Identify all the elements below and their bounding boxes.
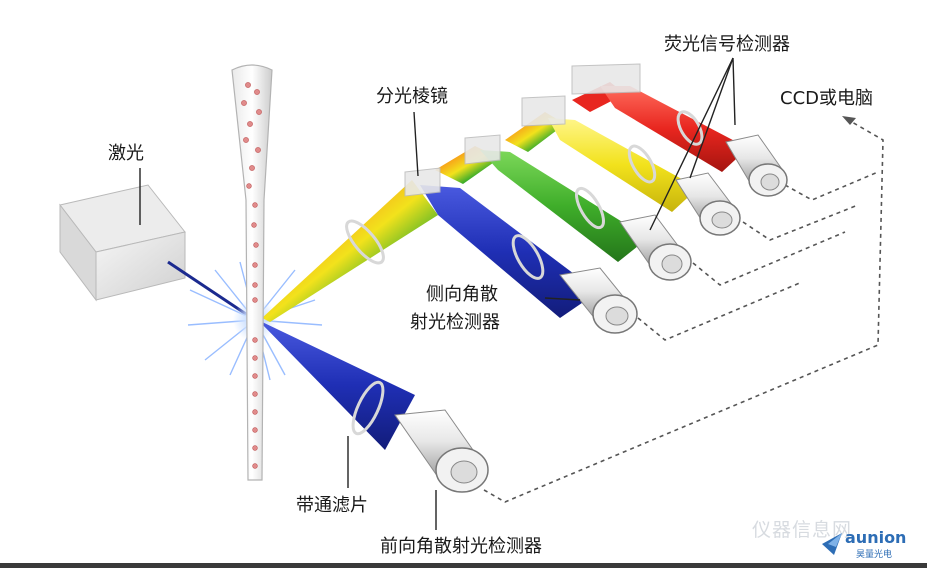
laser-label: 激光: [108, 143, 144, 164]
yellow-detector: [675, 172, 741, 236]
ccd-computer-label: CCD或电脑: [780, 88, 873, 109]
forward-scatter-label: 前向角散射光检测器: [380, 536, 542, 557]
signal-cable-dashed: [483, 117, 884, 503]
flow-cell-tube: [231, 64, 273, 481]
leader-lines: [139, 57, 736, 530]
side-scatter-label-line1: 侧向角散: [426, 284, 498, 305]
brand-sub-watermark: 昊量光电: [856, 550, 893, 560]
brand-watermark: aunion: [845, 528, 907, 547]
red-detector: [725, 134, 788, 197]
site-watermark: 仪器信息网: [752, 519, 853, 541]
aunion-logo-icon: [822, 533, 842, 555]
fluorescence-detectors-label: 荧光信号检测器: [664, 34, 790, 55]
side-scatter-detector: [559, 267, 638, 334]
forward-scatter-beam: [258, 320, 415, 450]
side-scatter-rainbow: [262, 180, 598, 322]
cell-particles: [241, 82, 262, 469]
dichroic-mirrors: [404, 63, 641, 197]
side-scatter-label-line2: 射光检测器: [410, 312, 500, 333]
forward-scatter-detector: [394, 409, 489, 493]
green-detector: [619, 214, 692, 281]
ccd-arrow-head: [842, 116, 856, 125]
bottom-bar: [0, 563, 927, 568]
laser-box: [59, 184, 186, 302]
bandpass-filter-label: 带通滤片: [296, 495, 368, 516]
prism-label: 分光棱镜: [376, 86, 448, 107]
